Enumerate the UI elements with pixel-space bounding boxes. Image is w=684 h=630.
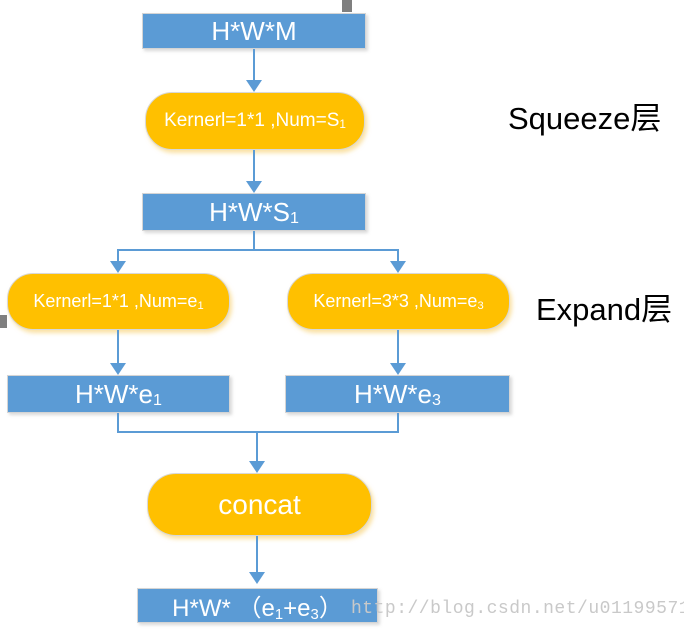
- branch-horizontal-line: [117, 249, 399, 251]
- concat-box: concat: [147, 473, 372, 536]
- watermark-text: http://blog.csdn.net/u011995719: [351, 599, 684, 619]
- output-tensor-label: H*W* （e1+e3）: [172, 595, 343, 623]
- arrow-concat-to-output-head: [249, 572, 265, 584]
- arrow-expand1-line: [117, 330, 119, 363]
- arrow-squeeze-to-out-line: [253, 150, 255, 181]
- input-tensor-box: H*W*M: [142, 13, 366, 49]
- output-tensor-box: H*W* （e1+e3）: [137, 588, 378, 623]
- arrow-expand3-head: [390, 363, 406, 375]
- expand1-conv-label: Kernerl=1*1 ,Num=e1: [33, 291, 204, 312]
- squeeze-conv-box: Kernerl=1*1 ,Num=S1: [145, 92, 365, 150]
- arrow-expand3-line: [397, 330, 399, 363]
- arrow-squeeze-to-out-head: [246, 181, 262, 193]
- expand3-output-label: H*W*e3: [354, 378, 441, 410]
- expand3-output-box: H*W*e3: [285, 375, 510, 413]
- expand-layer-label: Expand层: [536, 292, 673, 327]
- merge-stem-line: [256, 433, 258, 461]
- input-tensor-label: H*W*M: [211, 15, 297, 46]
- arrow-input-to-squeeze-line: [253, 49, 255, 81]
- branch-right-head: [390, 261, 406, 273]
- squeeze-output-box: H*W*S1: [142, 193, 366, 231]
- branch-left-head: [110, 261, 126, 273]
- merge-stem-head: [249, 461, 265, 473]
- arrow-expand1-head: [110, 363, 126, 375]
- selection-handle-top: [342, 0, 352, 12]
- squeeze-conv-label: Kernerl=1*1 ,Num=S1: [164, 110, 346, 132]
- expand3-conv-label: Kernerl=3*3 ,Num=e3: [313, 291, 484, 312]
- squeeze-output-label: H*W*S1: [209, 196, 299, 228]
- concat-label: concat: [218, 488, 301, 520]
- branch-right-line: [397, 251, 399, 261]
- arrow-input-to-squeeze-head: [246, 80, 262, 92]
- expand3-conv-box: Kernerl=3*3 ,Num=e3: [287, 273, 510, 330]
- expand1-conv-box: Kernerl=1*1 ,Num=e1: [7, 273, 230, 330]
- expand1-output-box: H*W*e1: [7, 375, 230, 413]
- branch-stem-line: [253, 231, 255, 251]
- merge-right-line: [397, 413, 399, 433]
- merge-left-line: [117, 413, 119, 433]
- expand1-output-label: H*W*e1: [75, 378, 162, 410]
- selection-handle-left: [0, 315, 7, 328]
- merge-horizontal-line: [117, 431, 399, 433]
- branch-left-line: [117, 251, 119, 261]
- arrow-concat-to-output-line: [256, 536, 258, 572]
- squeeze-layer-label: Squeeze层: [508, 101, 662, 136]
